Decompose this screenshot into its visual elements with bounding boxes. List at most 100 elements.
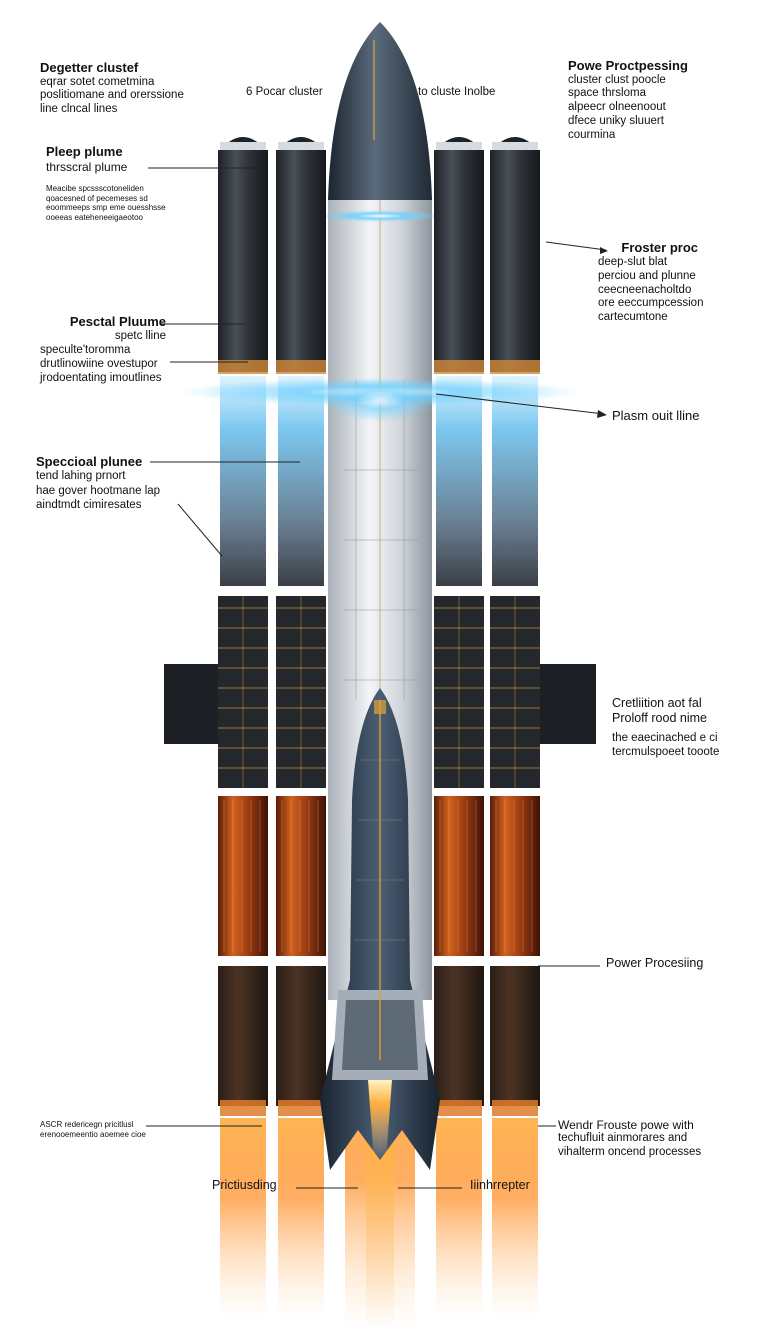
- booster-upper-tank: [276, 150, 326, 372]
- label-top-right-line: space thrsloma: [568, 87, 646, 100]
- label-right-plasm: Plasm ouit lline: [612, 408, 700, 423]
- label-left-pectal-line: speculte'toromma: [40, 344, 131, 356]
- label-right-froster-detail: deep-slut blat perciou and plunne ceecne…: [598, 256, 703, 325]
- label-right-froster-title: Froster proc: [621, 240, 698, 255]
- booster-upper-tank: [490, 150, 540, 372]
- booster-upper-tank: [218, 150, 268, 372]
- label-left-spectral-line: aindtmdt cimiresates: [36, 499, 142, 512]
- label-right-froster-line: perciou and plunne: [598, 269, 696, 282]
- booster-cap-ring: [278, 142, 324, 150]
- label-top-right-line: dfece uniky sluuert: [568, 114, 664, 127]
- booster-1: [218, 137, 268, 1116]
- label-right-cretil-sub: the eaecinached e ci: [612, 732, 718, 744]
- booster-lower-section: [218, 966, 268, 1106]
- booster-upper-tank: [434, 150, 484, 372]
- label-left-spectral-title: Speccioal plunee: [36, 454, 143, 469]
- label-bottom-center-right: Iiinhrrepter: [470, 1178, 530, 1192]
- booster-2: [276, 137, 326, 1116]
- leader-arrowhead: [600, 247, 608, 254]
- booster-cap-ring: [220, 142, 266, 150]
- booster-ring: [218, 360, 268, 374]
- leader-line: [545, 241, 607, 251]
- label-bottom-right-line: Wendr Frouste powe with: [558, 1118, 694, 1132]
- label-right-cretil-sub: tercmulspoeet tooote: [612, 745, 720, 758]
- label-top-left-line: line clncal lines: [40, 103, 118, 116]
- label-right-froster-line: ceecneenacholtdo: [598, 283, 692, 296]
- label-left-pectal-line: spetc lline: [114, 329, 166, 342]
- booster-copper-section: [218, 796, 268, 956]
- right-side-plate: [540, 664, 596, 744]
- core-stage: [316, 22, 444, 1000]
- booster-4: [490, 137, 540, 1116]
- booster-nozzle-glow: [436, 1100, 482, 1116]
- label-right-froster-line: ore eeccumpcession: [598, 297, 704, 310]
- booster-lower-section: [276, 966, 326, 1106]
- booster-lower-section: [490, 966, 540, 1106]
- label-left-plume-small: ooeeas eateheneeigaeotoo: [46, 212, 143, 222]
- label-top-right-line: cluster clust poocle: [568, 73, 666, 86]
- label-left-pectal: Pesctal Pluume spetc lline: [38, 314, 166, 343]
- booster-cap-ring: [436, 142, 482, 150]
- label-left-plume-subtitle: thrsscral plume: [46, 159, 128, 174]
- booster-cluster: [218, 137, 540, 1116]
- booster-nozzle-glow: [220, 1100, 266, 1116]
- label-bottom-right: Wendr Frouste powe with techufluit ainmo…: [558, 1118, 701, 1160]
- left-side-plate: [164, 664, 220, 744]
- label-bottom-right-line: techufluit ainmorares and: [558, 1132, 688, 1145]
- booster-copper-section: [490, 796, 540, 956]
- booster-lower-section: [434, 966, 484, 1106]
- label-bottom-left-small-line: erenooemeentio aoemee cioe: [40, 1129, 146, 1139]
- booster-nozzle-glow: [278, 1100, 324, 1116]
- label-right-froster-line: cartecumtone: [598, 311, 668, 324]
- label-right-froster-line: deep-slut blat: [598, 256, 668, 268]
- booster-plasma-section: [220, 376, 266, 586]
- booster-copper-section: [434, 796, 484, 956]
- label-top-right-line: courmina: [568, 128, 616, 141]
- leader-line: [435, 393, 605, 415]
- label-right-cretil: Cretliition aot fal Proloff rood nime th…: [612, 696, 719, 760]
- booster-ring: [434, 360, 484, 374]
- leader-arrowhead: [597, 410, 607, 418]
- label-top-left-line: eqrar sotet cometmina: [40, 75, 155, 88]
- label-top-center-left: 6 Pocar cluster: [246, 86, 323, 98]
- leader-line: [177, 503, 223, 557]
- label-left-plume-small: qoacesned of pecemeses sd: [46, 193, 148, 203]
- exhaust-flames: [220, 1050, 538, 1330]
- label-left-pectal-line: jrodoentating imoutlines: [40, 371, 162, 384]
- booster-copper-section: [276, 796, 326, 956]
- label-left-plume: Pleep plume thrsscral plume Meacibe spcs…: [46, 144, 166, 222]
- label-left-pectal-line: drutlinowiine ovestupor: [40, 357, 158, 370]
- booster-ring: [490, 360, 540, 374]
- booster-3: [434, 137, 484, 1116]
- booster-nozzle-glow: [492, 1100, 538, 1116]
- label-top-right: Powe Proctpessing cluster clust poocle s…: [568, 58, 688, 143]
- booster-plasma-section: [492, 376, 538, 586]
- label-bottom-left-small: ASCR redericegn pricitlusl erenooemeenti…: [40, 1120, 146, 1139]
- label-left-spectral-line: tend lahing prnort: [36, 469, 126, 482]
- label-bottom-right-line: vihalterm oncend processes: [558, 1146, 702, 1159]
- booster-plasma-section: [436, 376, 482, 586]
- label-left-spectral: Speccioal plunee tend lahing prnort hae …: [36, 454, 160, 513]
- label-top-left-line: poslitiomane and orerssione: [40, 89, 184, 102]
- label-top-right-title: Powe Proctpessing: [568, 58, 688, 73]
- label-top-left: Degetter clustef eqrar sotet cometmina p…: [40, 60, 184, 117]
- label-bottom-center-left: Prictiusding: [212, 1178, 277, 1192]
- label-right-cretil-line: Cretliition aot fal: [612, 696, 702, 710]
- label-left-pectal-detail: speculte'toromma drutlinowiine ovestupor…: [40, 344, 161, 385]
- label-right-cretil-line: Proloff rood nime: [612, 711, 707, 725]
- label-right-power: Power Procesiing: [606, 956, 704, 970]
- label-right-froster: Froster proc: [608, 240, 698, 256]
- booster-cap-ring: [492, 142, 538, 150]
- label-left-spectral-line: hae gover hootmane lap: [36, 485, 161, 498]
- leader-lines: [146, 167, 608, 1189]
- label-top-center-right: to cluste Inolbe: [418, 86, 496, 98]
- label-top-left-title: Degetter clustef: [40, 60, 139, 75]
- label-left-plume-title: Pleep plume: [46, 144, 123, 159]
- booster-ring: [276, 360, 326, 374]
- label-top-right-line: alpeecr olneenoout: [568, 101, 666, 114]
- label-left-plume-small: eoommeeps smp eme ouesshsse: [46, 203, 166, 213]
- spaceplane: [320, 688, 440, 1170]
- label-bottom-left-small-line: ASCR redericegn pricitlusl: [40, 1120, 134, 1129]
- label-left-pectal-title: Pesctal Pluume: [69, 314, 166, 329]
